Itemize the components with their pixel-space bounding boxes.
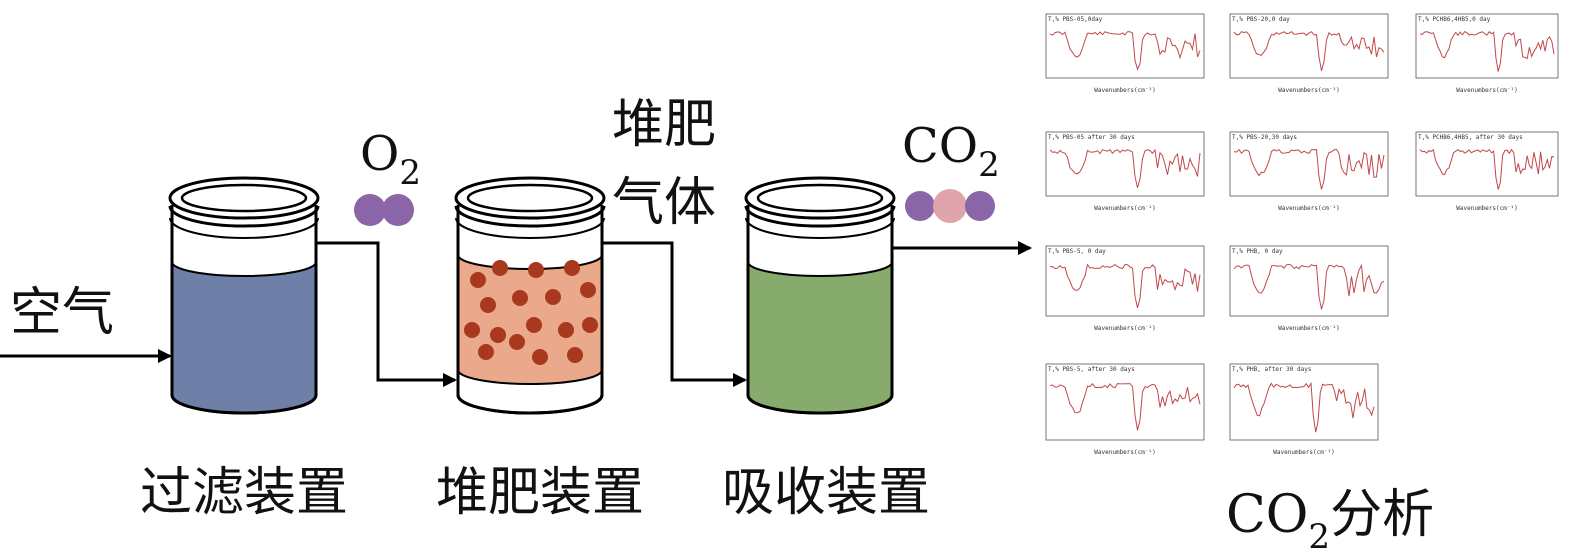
o2-label: O2	[360, 126, 421, 193]
o2-molecule-icon	[354, 194, 414, 226]
spectrum-title: T,% PBS-5, after 30 days	[1048, 366, 1135, 373]
air-label: 空气	[10, 283, 114, 343]
absorb-container	[744, 176, 896, 415]
spectrum-title: T,% PBS-05 after 30 days	[1048, 134, 1135, 141]
spectrum-trace	[1233, 381, 1375, 433]
filter-container	[168, 176, 320, 415]
spectrum-title: T,% PCHB6,4HB5, after 30 days	[1418, 134, 1523, 141]
compost-gas-label-line2: 气体	[612, 173, 716, 233]
spectrum-xlabel: Wavenumbers(cm⁻¹)	[1456, 87, 1517, 94]
spectrum-trace	[1419, 148, 1555, 190]
spectrum-title: T,% PBS-20,0 day	[1232, 16, 1290, 23]
spectrum-xlabel: Wavenumbers(cm⁻¹)	[1094, 325, 1155, 332]
co2-analysis-label: CO2分析	[1226, 485, 1434, 556]
spectrum-xlabel: Wavenumbers(cm⁻¹)	[1456, 205, 1517, 212]
spectrum-title: T,% PBS-20,30 days	[1232, 134, 1297, 141]
spectrum-trace	[1233, 30, 1385, 71]
spectrum-xlabel: Wavenumbers(cm⁻¹)	[1278, 205, 1339, 212]
compost-container	[454, 176, 606, 415]
spectrum-trace	[1049, 31, 1201, 71]
pipe-filter-to-compost	[316, 241, 457, 387]
co2-molecule-icon	[905, 189, 995, 223]
spectrum-title: T,% PCHB6,4HB5,0 day	[1418, 16, 1491, 23]
spectrum-xlabel: Wavenumbers(cm⁻¹)	[1094, 449, 1155, 456]
spectrum-xlabel: Wavenumbers(cm⁻¹)	[1278, 325, 1339, 332]
co2-label: CO2	[902, 118, 1000, 185]
compost-particles	[464, 260, 598, 365]
compost-gas-label-line1: 堆肥	[612, 95, 716, 155]
spectrum-title: T,% PBS-5, 0 day	[1048, 248, 1106, 255]
spectrum-title: T,% PHB, 0 day	[1232, 248, 1283, 255]
spectrum-trace	[1233, 263, 1385, 310]
spectrum-xlabel: Wavenumbers(cm⁻¹)	[1273, 449, 1334, 456]
ir-spectrum-thumbnail: T,% PCHB6,4HB5, after 30 daysWavenumbers…	[1415, 131, 1559, 212]
spectrum-xlabel: Wavenumbers(cm⁻¹)	[1094, 205, 1155, 212]
spectrum-xlabel: Wavenumbers(cm⁻¹)	[1094, 87, 1155, 94]
spectrum-title: T,% PBS-05,0day	[1048, 16, 1103, 23]
filter-device-label: 过滤装置	[140, 463, 348, 523]
absorb-device-label: 吸收装置	[722, 463, 930, 523]
spectrum-trace	[1049, 263, 1201, 309]
compost-device-label: 堆肥装置	[436, 463, 644, 523]
spectrum-trace	[1419, 30, 1555, 72]
absorb-liquid	[748, 262, 892, 413]
filter-liquid	[172, 262, 316, 413]
ir-spectrum-thumbnail: T,% PBS-05 after 30 daysWavenumbers(cm⁻¹…	[1045, 131, 1205, 212]
spectrum-title: T,% PHB, after 30 days	[1232, 366, 1312, 373]
spectrum-trace	[1049, 383, 1201, 431]
spectrum-trace	[1049, 148, 1201, 188]
pipe-compost-to-absorb	[602, 241, 747, 387]
spectrum-trace	[1233, 148, 1385, 190]
ir-spectrum-thumbnail: T,% PBS-5, after 30 daysWavenumbers(cm⁻¹…	[1045, 363, 1205, 456]
spectrum-xlabel: Wavenumbers(cm⁻¹)	[1278, 87, 1339, 94]
